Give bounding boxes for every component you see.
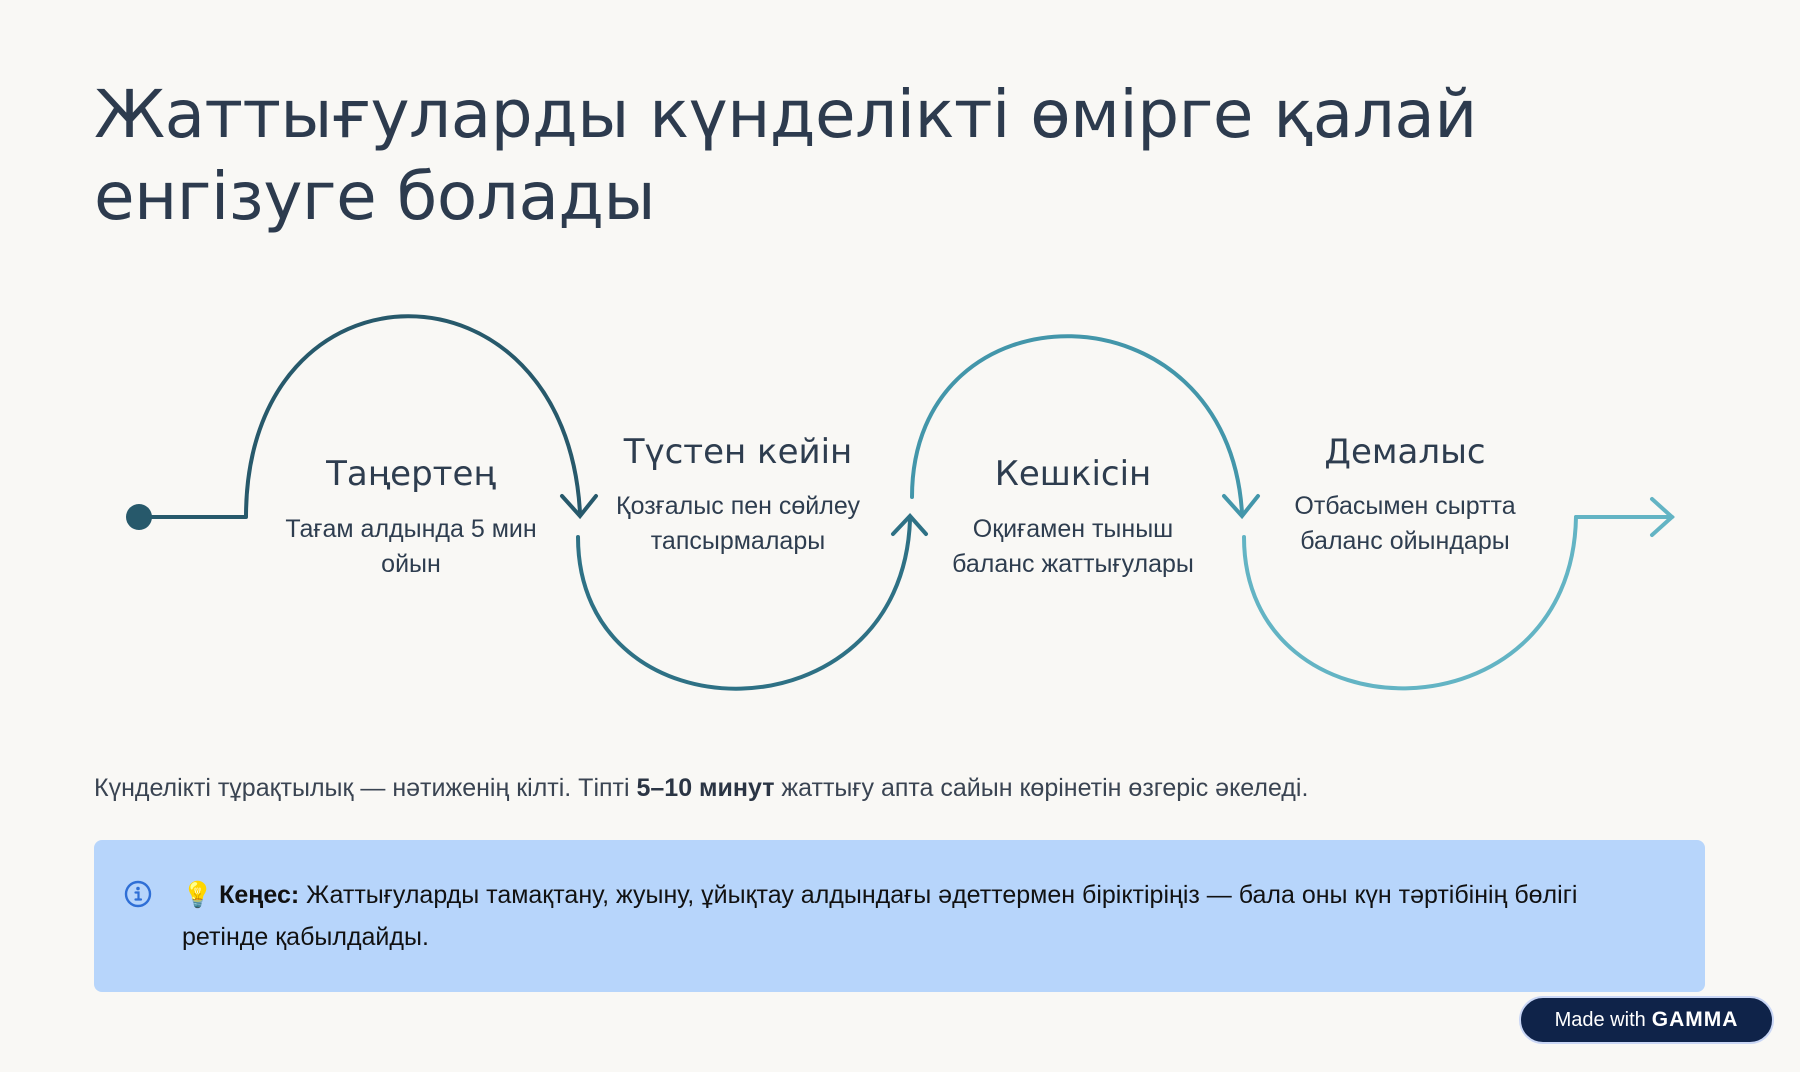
arrow-right-icon (1650, 497, 1675, 537)
tip-body: Жаттығуларды тамақтану, жуыну, ұйықтау а… (182, 881, 1578, 951)
flow-arc-weekend (1242, 515, 1578, 691)
arrow-down-icon (560, 494, 598, 520)
summary-text-end: жаттығу апта сайын көрінетін өзгеріс әке… (774, 774, 1309, 802)
step-weekend-title: Демалыс (1324, 432, 1486, 472)
flow-arc-evening (910, 334, 1244, 515)
summary-text-start: Күнделікті тұрақтылық — нәтиженің кілті.… (94, 774, 637, 802)
flow-arc-afternoon (576, 518, 912, 691)
flow-arc-morning (244, 314, 582, 519)
badge-prefix: Made with (1554, 1008, 1646, 1031)
step-morning-desc: Тағам алдында 5 мин ойын (285, 515, 537, 578)
info-icon (124, 880, 152, 908)
step-evening-desc: Оқиғамен тыныш баланс жаттығулары (952, 515, 1194, 578)
step-evening-title: Кешкісін (994, 454, 1152, 494)
gamma-logo: GAMMA (1651, 1008, 1739, 1031)
made-with-gamma-badge[interactable]: Made with GAMMA (1519, 996, 1774, 1044)
tip-callout: 💡Кеңес: Жаттығуларды тамақтану, жуыну, ұ… (94, 840, 1705, 992)
summary-paragraph: Күнделікті тұрақтылық — нәтиженің кілті.… (94, 774, 1694, 803)
step-afternoon-desc: Қозғалыс пен сөйлеу тапсырмалары (616, 492, 860, 555)
tip-label: Кеңес: (219, 881, 300, 909)
step-morning-title: Таңертең (326, 454, 496, 494)
step-weekend-desc: Отбасымен сыртта баланс ойындары (1294, 492, 1516, 555)
tip-text: 💡Кеңес: Жаттығуларды тамақтану, жуыну, ұ… (182, 874, 1662, 958)
arrow-up-icon (891, 513, 928, 536)
page-title: Жаттығуларды күнделікті өмірге қалай енг… (94, 76, 1477, 235)
lightbulb-icon: 💡 (182, 881, 214, 909)
step-afternoon-title: Түстен кейін (623, 432, 853, 472)
summary-highlight: 5–10 минут (636, 774, 775, 802)
arrow-down-icon (1222, 494, 1260, 520)
